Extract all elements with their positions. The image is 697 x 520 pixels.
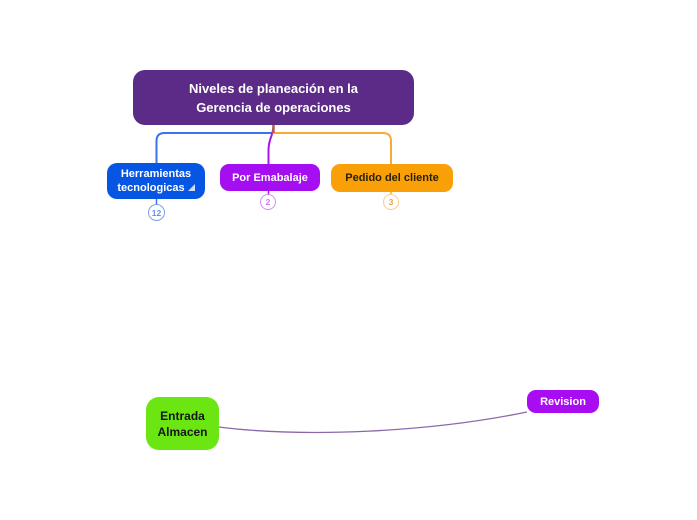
badge-count-pedido[interactable]: 3 — [383, 194, 399, 210]
node-entrada-almacen[interactable]: Entrada Almacen — [146, 397, 219, 450]
node-herramientas-tecnologicas[interactable]: Herramientas tecnologicas — [107, 163, 205, 199]
node-entrada-label-line2: Almacen — [157, 424, 208, 439]
floating-link-line — [218, 411, 528, 434]
node-herramientas-label-line2: tecnologicas — [117, 182, 185, 194]
branch-line-orange — [272, 125, 392, 164]
node-herramientas-label-line1: Herramientas — [120, 168, 192, 180]
node-root-label-line1: Niveles de planeación en la — [188, 80, 359, 96]
badge-count-herramientas[interactable]: 12 — [148, 204, 165, 221]
node-revision-label: Revision — [540, 395, 586, 408]
node-pedido-label: Pedido del cliente — [345, 172, 439, 184]
node-root[interactable]: Niveles de planeación en la Gerencia de … — [133, 70, 414, 125]
badge-count-emabalaje[interactable]: 2 — [260, 194, 276, 210]
node-revision[interactable]: Revision — [527, 390, 599, 413]
node-root-label-line2: Gerencia de operaciones — [196, 99, 351, 115]
collapse-indicator-icon[interactable] — [187, 181, 195, 191]
node-entrada-label-line1: Entrada — [160, 408, 205, 423]
branch-line-purple — [267, 124, 275, 164]
node-pedido-del-cliente[interactable]: Pedido del cliente — [331, 164, 453, 192]
branch-line-blue — [155, 125, 275, 163]
node-por-emabalaje[interactable]: Por Emabalaje — [220, 164, 320, 191]
node-emabalaje-label: Por Emabalaje — [232, 171, 308, 184]
